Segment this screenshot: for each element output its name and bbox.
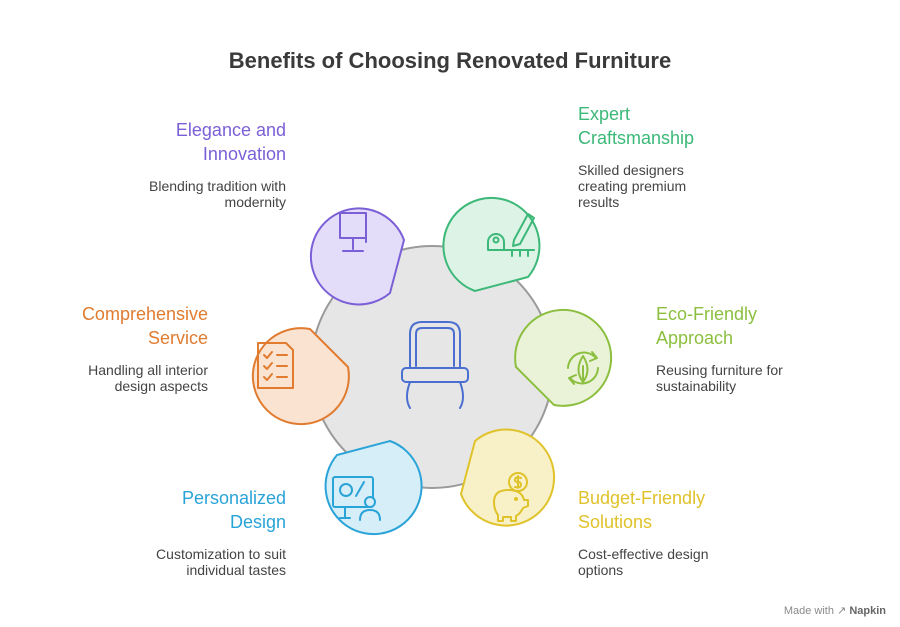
footer-brand: Napkin (849, 605, 886, 617)
measuring-tape-pencil-icon (487, 213, 535, 257)
petal-service (251, 327, 350, 426)
footer-prefix: Made with (783, 605, 834, 617)
recycle-leaf-icon (567, 351, 599, 385)
checklist-icon (257, 342, 294, 389)
footer-credit[interactable]: Made with ↗ Napkin (784, 604, 886, 617)
petal-elegance (309, 207, 406, 306)
napkin-logo-icon: ↗ (837, 605, 847, 617)
page-title: Benefits of Choosing Renovated Furniture (228, 48, 672, 73)
chair-icon (401, 321, 469, 409)
piggy-bank-icon (493, 472, 529, 522)
petal-budget (459, 428, 556, 527)
petal-craft (442, 196, 541, 293)
lamp-icon (339, 212, 367, 252)
designer-board-icon (332, 476, 381, 521)
